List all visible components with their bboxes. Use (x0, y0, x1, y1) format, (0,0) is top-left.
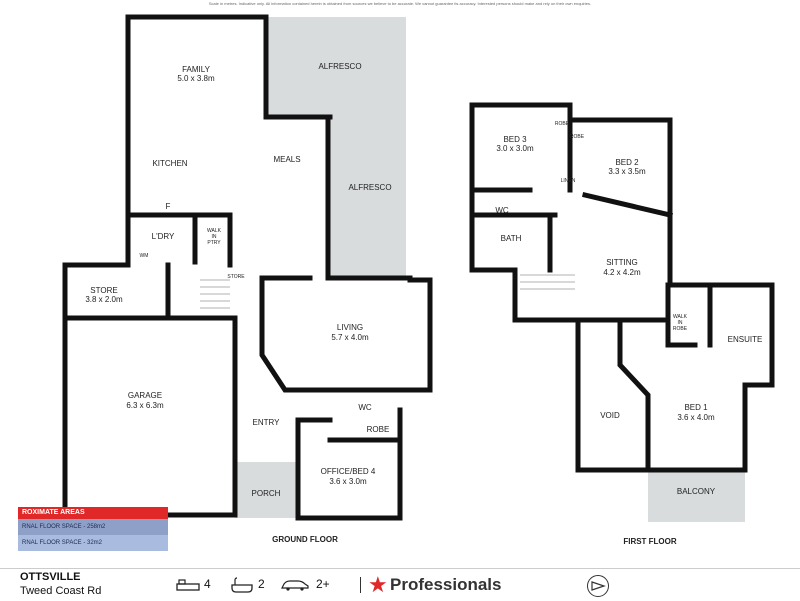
laundry-label: L'DRY (152, 232, 175, 241)
balcony-label: BALCONY (677, 487, 716, 496)
pantry-label-1: WALK (207, 228, 222, 234)
bath-label: BATH (501, 234, 522, 243)
beds-count: 4 (204, 577, 211, 591)
robe-a-label: ROBE (555, 121, 570, 127)
alfresco-top-label: ALFRESCO (318, 62, 361, 71)
pantry-label-2: IN (212, 234, 217, 240)
cars-count: 2+ (316, 577, 330, 591)
sitting-dim: 4.2 x 4.2m (603, 268, 641, 277)
first-floor-walls (469, 102, 775, 473)
stairs (200, 274, 575, 309)
walkin-label-3: ROBE (673, 326, 688, 332)
baths-count: 2 (258, 577, 265, 591)
family-label: FAMILY (182, 65, 211, 74)
floor-plan: FAMILY 5.0 x 3.8m ALFRESCO ALFRESCO KITC… (62, 14, 775, 546)
ff-wc-label: WC (495, 206, 509, 215)
pantry-label-3: PTRY (207, 240, 221, 246)
bed2-label: BED 2 (615, 158, 639, 167)
bed1-label: BED 1 (684, 403, 708, 412)
entry-label: ENTRY (253, 418, 281, 427)
first-floor-label: FIRST FLOOR (623, 537, 677, 546)
wm-label: WM (140, 253, 149, 259)
robe-b-label: ROBE (570, 134, 585, 140)
brand-name: Professionals (390, 575, 502, 594)
sitting-label: SITTING (606, 258, 638, 267)
porch-shade (235, 462, 297, 518)
bath-icon (231, 577, 253, 593)
void-label: VOID (600, 411, 620, 420)
legend-header: ROXIMATE AREAS (18, 507, 168, 519)
ground-floor-label: GROUND FLOOR (272, 535, 338, 544)
porch-label: PORCH (252, 489, 281, 498)
disclaimer: Scale in metres. Indicative only. All in… (208, 1, 592, 6)
living-dim: 5.7 x 4.0m (331, 333, 369, 342)
linen-label: LINEN (561, 178, 576, 184)
legend-internal: RNAL FLOOR SPACE - 258m2 (18, 519, 168, 535)
ensuite-label: ENSUITE (728, 335, 763, 344)
footer-divider (360, 577, 361, 593)
street-text: Tweed Coast Rd (20, 585, 102, 597)
alfresco-mid-label: ALFRESCO (348, 183, 391, 192)
walkin-label-1: WALK (673, 314, 688, 320)
bed-icon (176, 579, 200, 591)
store-label: STORE (90, 286, 117, 295)
legend-external: RNAL FLOOR SPACE - 32m2 (18, 535, 168, 551)
meals-label: MEALS (273, 155, 300, 164)
walkin-label-2: IN (678, 320, 683, 326)
bed2-dim: 3.3 x 3.5m (608, 167, 646, 176)
robe-label: ROBE (367, 425, 390, 434)
wc-label: WC (358, 403, 372, 412)
star-logo-icon: ★ (368, 572, 388, 597)
car-icon (281, 580, 309, 591)
bed1-dim: 3.6 x 4.0m (677, 413, 715, 422)
fridge-label: F (166, 202, 171, 211)
alfresco-mid-shade (328, 117, 406, 277)
garage-dim: 6.3 x 6.3m (126, 401, 164, 410)
alfresco-top-shade (266, 17, 406, 117)
area-legend: ROXIMATE AREAS RNAL FLOOR SPACE - 258m2 … (18, 507, 168, 551)
store-small-label: STORE (227, 274, 245, 280)
office-label: OFFICE/BED 4 (321, 467, 376, 476)
family-dim: 5.0 x 3.8m (177, 74, 215, 83)
compass-icon (587, 575, 609, 597)
garage-label: GARAGE (128, 391, 162, 400)
kitchen-label: KITCHEN (152, 159, 187, 168)
office-dim: 3.6 x 3.0m (329, 477, 367, 486)
store-dim: 3.8 x 2.0m (85, 295, 123, 304)
living-label: LIVING (337, 323, 363, 332)
footer-bar: OTTSVILLE Tweed Coast Rd 4 2 2+ ★ Profes… (0, 568, 800, 601)
suburb-text: OTTSVILLE (20, 571, 81, 583)
bed3-label: BED 3 (503, 135, 527, 144)
balcony-shade (648, 470, 745, 522)
bed3-dim: 3.0 x 3.0m (496, 144, 534, 153)
